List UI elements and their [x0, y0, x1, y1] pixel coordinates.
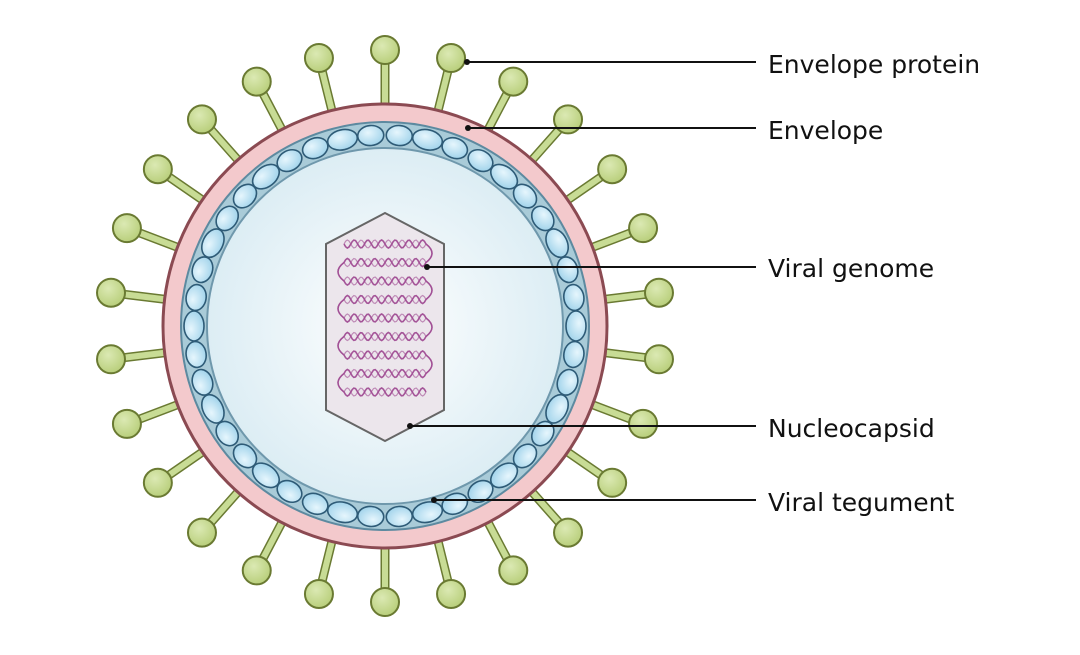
- tegument-bead: [562, 283, 585, 312]
- leader-dot-envelope-protein: [464, 59, 470, 65]
- tegument-bead: [530, 420, 555, 447]
- tegument-bead: [215, 205, 240, 232]
- spike-stem: [137, 400, 185, 422]
- spike-head: [553, 104, 584, 135]
- spike-head: [498, 555, 529, 586]
- spike-stem: [121, 291, 172, 303]
- spike-stem: [483, 516, 510, 561]
- spike-stem: [434, 68, 451, 118]
- spike-stem: [483, 91, 510, 136]
- spike-head: [553, 517, 584, 548]
- genome-strand: [337, 239, 433, 397]
- spike-head: [96, 344, 127, 375]
- label-envelope-protein: Envelope protein: [768, 50, 980, 79]
- spike-stem: [166, 446, 209, 478]
- spike-stem: [434, 534, 451, 584]
- tegument-beads: [183, 124, 587, 528]
- spike-head: [186, 517, 217, 548]
- spike-head: [643, 344, 674, 375]
- spike-stem: [260, 516, 287, 561]
- spike-stem: [137, 230, 185, 252]
- tegument-bead: [301, 492, 329, 516]
- spike-head: [303, 43, 334, 74]
- spike-head: [370, 35, 400, 65]
- leader-dot-viral-tegument: [431, 497, 437, 503]
- tegument-bead: [191, 368, 214, 396]
- spike-head: [498, 66, 529, 97]
- spike-stem: [260, 91, 287, 136]
- label-envelope: Envelope: [768, 116, 883, 145]
- leader-dots: [407, 59, 471, 503]
- label-viral-genome: Viral genome: [768, 254, 934, 283]
- spike-head: [436, 43, 467, 74]
- tegument-bead: [185, 283, 208, 312]
- leader-dot-viral-genome: [424, 264, 430, 270]
- leader-lines: [410, 61, 756, 501]
- tegument-bead: [565, 310, 587, 342]
- spike-head: [111, 213, 142, 244]
- tegument-bead: [562, 340, 585, 369]
- label-viral-tegument: Viral tegument: [768, 488, 954, 517]
- spike-head: [597, 467, 628, 498]
- spike-head: [96, 277, 127, 308]
- spike-head: [643, 277, 674, 308]
- label-nucleocapsid: Nucleocapsid: [768, 414, 935, 443]
- spike-stem: [121, 349, 172, 361]
- spike-stem: [166, 174, 209, 206]
- spike-head: [597, 154, 628, 185]
- spike-stem: [561, 174, 604, 206]
- spike-stem: [208, 126, 244, 166]
- spike-head: [241, 555, 272, 586]
- spike-stem: [319, 68, 336, 118]
- tegument-bead: [356, 124, 385, 147]
- spike-stem: [208, 486, 244, 526]
- spike-stem: [561, 446, 604, 478]
- tegument-bead: [385, 505, 414, 528]
- leader-dot-envelope: [465, 125, 471, 131]
- tegument-bead: [276, 148, 303, 173]
- tegument-bead: [441, 136, 469, 160]
- tegument-bead: [232, 443, 258, 469]
- spike-head: [370, 587, 400, 617]
- nucleocapsid: [325, 211, 445, 443]
- spike-head: [628, 408, 659, 439]
- spike-stem: [598, 349, 649, 361]
- spike-stem: [526, 126, 562, 166]
- tegument-bead: [183, 310, 205, 342]
- tegument-bead: [512, 183, 538, 209]
- spike-head: [111, 408, 142, 439]
- spike-head: [142, 154, 173, 185]
- spike-head: [186, 104, 217, 135]
- spike-stem: [598, 291, 649, 303]
- spike-head: [142, 467, 173, 498]
- leader-dot-nucleocapsid: [407, 423, 413, 429]
- envelope-protein-spikes: [96, 35, 674, 617]
- spike-head: [303, 578, 334, 609]
- spike-head: [628, 213, 659, 244]
- spike-stem: [585, 230, 633, 252]
- spike-head: [436, 578, 467, 609]
- spike-head: [241, 66, 272, 97]
- viral-genome: [337, 239, 433, 397]
- spike-stem: [585, 400, 633, 422]
- spike-stem: [319, 534, 336, 584]
- spike-stem: [526, 486, 562, 526]
